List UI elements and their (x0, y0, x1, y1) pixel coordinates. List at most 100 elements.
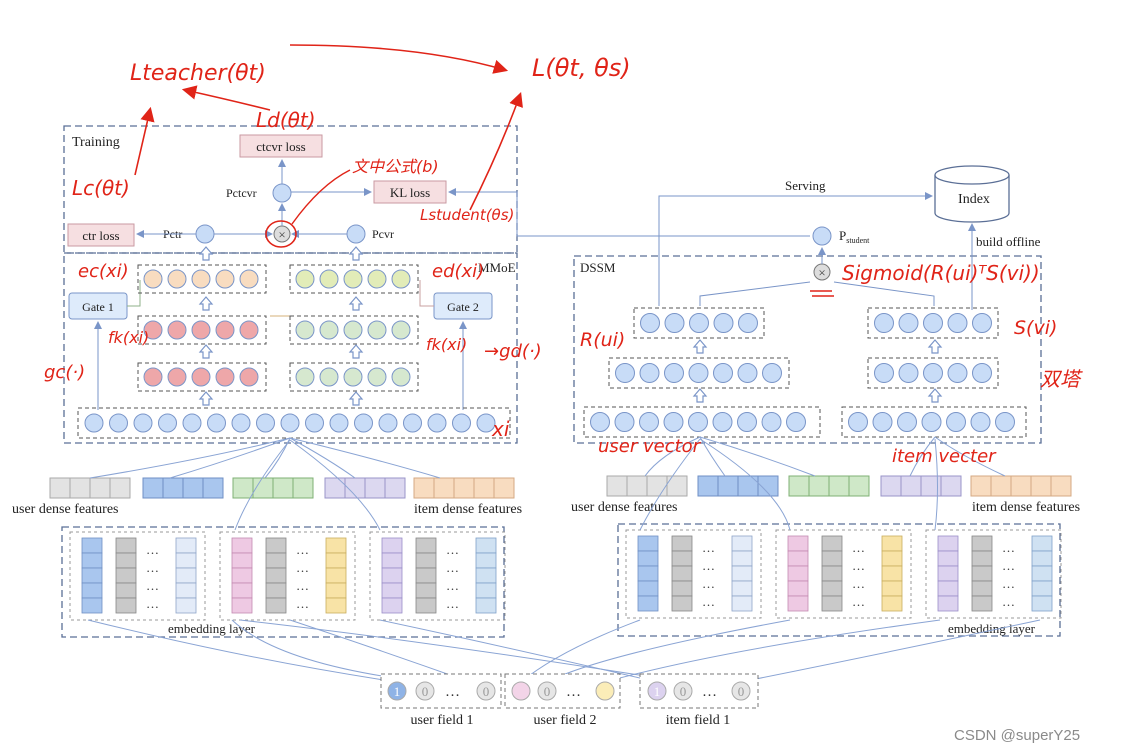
embedding-cell (637, 565, 659, 582)
feature-cell (324, 477, 346, 499)
feature-cell (788, 475, 810, 497)
mmoe-label: MMoE (478, 260, 516, 275)
embedding-cell (971, 580, 993, 597)
tower-node (143, 269, 163, 289)
one-hot-bit (731, 681, 751, 701)
input-node (182, 413, 202, 433)
up-arrow-icon (692, 339, 708, 354)
ellipsis: … (702, 684, 717, 700)
feature-cell (433, 477, 455, 499)
ellipsis: … (146, 578, 159, 593)
field-connection-curve (639, 438, 701, 531)
embedding-cell (937, 595, 959, 612)
embedding-cell (637, 580, 659, 597)
embedding-cell (81, 582, 103, 599)
annotation-s-vi: S(vi) (1014, 317, 1057, 339)
ellipsis: … (852, 540, 865, 555)
up-arrow-icon (198, 296, 214, 311)
student-embedding-columns: ……………………………… (625, 529, 1062, 619)
gate2-label: Gate 2 (447, 300, 479, 314)
embedding-cell (787, 595, 809, 612)
pcvr-node (346, 224, 366, 244)
ellipsis: … (852, 594, 865, 609)
ellipsis: … (852, 558, 865, 573)
user-input-node (761, 412, 782, 432)
bit-value: 0 (680, 684, 687, 699)
item-tower-node (947, 313, 968, 333)
embedding-cell (325, 552, 347, 569)
embedding-cell (265, 597, 287, 614)
training-label: Training (72, 135, 120, 150)
embedding-cell (731, 565, 753, 582)
item-input-node (897, 412, 917, 432)
embedding-cell (1031, 550, 1053, 567)
expert-node (343, 320, 363, 340)
user-tower-node (713, 313, 734, 333)
expert2-row2 (289, 315, 419, 345)
teacher-item-dense-label: item dense features (414, 502, 522, 517)
ellipsis: … (1002, 540, 1015, 555)
expert-node (143, 367, 163, 387)
user-tower-node (689, 313, 709, 333)
user-tower-node (688, 363, 709, 383)
feature-cell (970, 475, 992, 497)
tower-node (367, 269, 387, 289)
input-node (452, 413, 471, 433)
ellipsis: … (446, 596, 459, 611)
feature-cell (626, 475, 648, 497)
tower-cvr-row (289, 264, 419, 294)
arrow-student-to-kl (448, 188, 810, 237)
expert-node (143, 320, 163, 340)
item-tower-node (972, 313, 992, 333)
up-arrow-icon (348, 246, 364, 261)
annotation-fk-right: fk(xi) (426, 335, 467, 354)
bit-value: 0 (602, 684, 609, 699)
feature-cell (646, 475, 668, 497)
student-node-circles (590, 313, 1015, 432)
feature-cell (69, 477, 91, 499)
field-connection-curve (934, 438, 938, 531)
student-multiply-symbol: × (818, 265, 825, 280)
annotation-ec: ec(xi) (78, 261, 129, 282)
embedding-cell (475, 567, 497, 584)
item-tower-input (841, 406, 1027, 438)
index-cylinder (934, 165, 1010, 223)
feature-cell (1010, 475, 1032, 497)
user-tower-node (615, 363, 635, 383)
embedding-cell (821, 595, 843, 612)
ellipsis: … (146, 542, 159, 557)
embedding-cell (731, 595, 753, 612)
field-connection-curve (231, 619, 426, 683)
embedding-cell (1031, 565, 1053, 582)
field-connection-curve (699, 438, 791, 531)
input-node (427, 413, 447, 433)
embedding-cell (475, 537, 497, 554)
annotation-xi: xi (491, 417, 510, 441)
up-arrow-icon (927, 339, 943, 354)
field-connection-curve (740, 619, 1041, 683)
kl-loss-label: KL loss (390, 185, 430, 200)
item-tower-node (874, 363, 894, 383)
user-input-node (712, 412, 733, 432)
student-to-total-arrow (469, 91, 523, 211)
embedding-cell (971, 535, 993, 552)
field-connection-curve (289, 437, 356, 479)
p-student-label: Pstudent (839, 228, 870, 245)
pctcvr-node (272, 183, 292, 203)
item-input-node (995, 412, 1015, 432)
formula-pointer (291, 169, 351, 225)
feature-cell (1050, 475, 1072, 497)
ellipsis: … (852, 576, 865, 591)
user-tower-node (713, 363, 733, 383)
embedding-cell (81, 567, 103, 584)
field-connection-curve (89, 437, 291, 479)
tower-node (391, 269, 411, 289)
bit-value: 0 (738, 684, 745, 699)
feature-cell (900, 475, 922, 497)
embedding-cell (881, 565, 903, 582)
embedding-cell (231, 597, 253, 614)
expert-node (167, 320, 187, 340)
item-tower-mid (867, 357, 999, 389)
embedding-cell (937, 565, 959, 582)
